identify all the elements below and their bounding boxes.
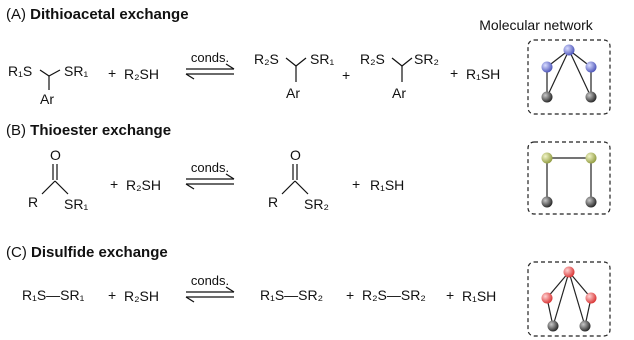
section-a-prefix: (A) [6,6,26,23]
label-r1s: R₁S [8,63,32,79]
label-ar: Ar [286,85,300,101]
plus-sign: + [110,176,118,192]
network-c [527,261,611,337]
label-r2s: R₂S [360,51,385,67]
equilibrium-arrow-b: conds. [185,160,235,190]
plus-sign: + [108,65,116,81]
plus-sign: + [352,176,360,192]
plus-sign: + [346,287,354,303]
plus-sign: + [342,67,350,83]
label-sr1: SR₁ [310,51,334,67]
label-o: O [50,147,61,163]
byproduct-r1sh: R₁SH [462,288,496,304]
conditions-label: conds. [191,273,229,288]
node-c-right [585,292,597,304]
node-a-top [563,44,575,56]
network-b [527,141,611,215]
plus-sign: + [450,65,458,81]
conditions-label: conds. [191,50,229,65]
section-c-prefix: (C) [6,244,27,261]
node-a-left [541,61,553,73]
section-b-title: (B) Thioester exchange [6,122,171,139]
section-a-name: Dithioacetal exchange [30,6,189,23]
section-a-title: (A) Dithioacetal exchange [6,6,189,23]
label-r2s: R₂S [254,51,279,67]
node-a-bottom-left [541,91,553,103]
network-a [527,39,611,115]
node-a-bottom-right [585,91,597,103]
reagent-r2sh: R₂SH [126,177,161,193]
reagent-r2sh: R₂SH [124,66,159,82]
label-ar: Ar [40,91,54,107]
section-b-prefix: (B) [6,122,26,139]
reactant-disulfide: R₁S—SR₁ [22,287,85,303]
section-c-name: Disulfide exchange [31,244,168,261]
network-title: Molecular network [479,17,594,33]
conditions-label: conds. [191,160,229,175]
node-a-right [585,61,597,73]
label-o: O [290,147,301,163]
section-c-title: (C) Disulfide exchange [6,244,168,261]
label-sr2: SR₂ [414,51,439,67]
node-c-bottom-left [547,320,559,332]
node-c-top [563,266,575,278]
product-disulfide-1: R₁S—SR₂ [260,287,323,303]
label-sr1: SR₁ [64,63,88,79]
reagent-r2sh: R₂SH [124,288,159,304]
product-dithioacetal-1: R₂S SR₁ Ar [254,51,334,101]
node-b-bottom-left [541,196,553,208]
reactant-dithioacetal: R₁S SR₁ Ar [8,63,88,107]
plus-sign: + [446,287,454,303]
section-b-name: Thioester exchange [30,122,172,139]
product-thioester: O R SR₂ [268,147,329,212]
plus-sign: + [108,287,116,303]
label-sr2: SR₂ [304,196,329,212]
label-sr1: SR₁ [64,196,88,212]
node-b-top-left [541,152,553,164]
label-ar: Ar [392,85,406,101]
byproduct-r1sh: R₁SH [370,177,404,193]
product-dithioacetal-2: R₂S SR₂ Ar [360,51,439,101]
node-b-bottom-right [585,196,597,208]
node-c-bottom-right [579,320,591,332]
byproduct-r1sh: R₁SH [466,66,500,82]
reactant-thioester: O R SR₁ [28,147,88,212]
node-b-top-right [585,152,597,164]
node-c-left [541,292,553,304]
label-r: R [268,194,278,210]
label-r: R [28,194,38,210]
product-disulfide-2: R₂S—SR₂ [362,287,426,303]
equilibrium-arrow-c: conds. [185,273,235,303]
equilibrium-arrow-a: conds. [185,50,235,80]
